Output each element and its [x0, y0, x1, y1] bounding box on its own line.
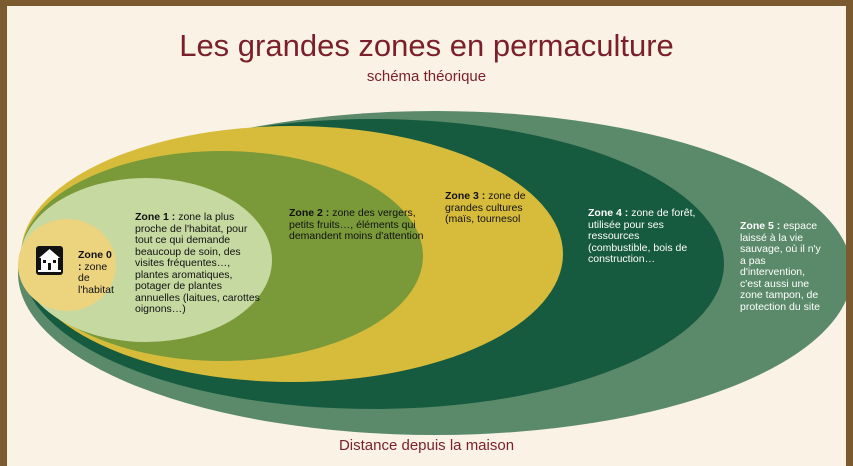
zone0-description: zone de l'habitat	[78, 260, 114, 296]
zone0-text: Zone 0 : zone de l'habitat	[78, 249, 118, 296]
zone2-label: Zone 2 :	[289, 207, 330, 219]
diagram-panel: Les grandes zones en permaculture schéma…	[7, 6, 846, 466]
zone1-description: zone la plus proche de l'habitat, pour t…	[135, 211, 260, 315]
zone3-text: Zone 3 : zone de grandes cultures (maïs,…	[445, 190, 543, 226]
page-subtitle: schéma théorique	[366, 68, 487, 85]
zone5-description: espace laissé à la vie sauvage, où il n'…	[740, 220, 821, 313]
zone0-label: Zone 0 :	[78, 249, 112, 273]
zone3-label: Zone 3 :	[445, 190, 486, 202]
zone3-description: zone de grandes cultures (maïs, tourneso…	[445, 190, 526, 225]
zone0-ellipse	[18, 219, 116, 311]
zone1-label: Zone 1 :	[135, 211, 176, 223]
zone2-description: zone des vergers, petits fruits…, élémen…	[289, 207, 424, 242]
zones-diagram	[18, 111, 846, 435]
zone2-text: Zone 2 : zone des vergers, petits fruits…	[289, 207, 437, 243]
page-title: Les grandes zones en permaculture	[179, 28, 674, 63]
house-icon	[36, 246, 63, 275]
zone4-text: Zone 4 : zone de forêt, utilisée pour se…	[588, 207, 700, 266]
zone4-description: zone de forêt, utilisée pour ses ressour…	[588, 207, 696, 265]
axis-caption: Distance depuis la maison	[338, 437, 515, 454]
zone1-text: Zone 1 : zone la plus proche de l'habita…	[135, 211, 263, 316]
zone5-label: Zone 5 :	[740, 220, 781, 232]
zone5-text: Zone 5 : espace laissé à la vie sauvage,…	[740, 220, 828, 313]
zone4-label: Zone 4 :	[588, 207, 629, 219]
